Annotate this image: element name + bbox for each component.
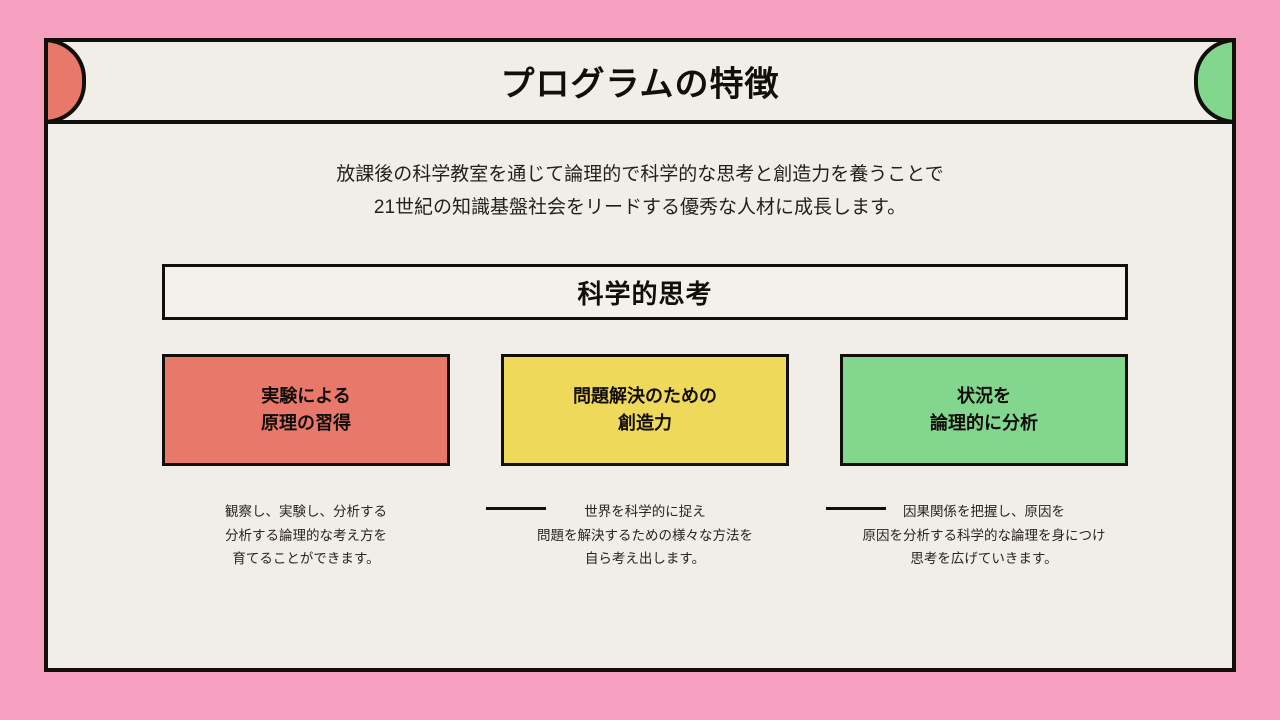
page-title: プログラムの特徴 (500, 65, 780, 104)
feature-box-experiment: 実験による 原理の習得 (162, 354, 450, 466)
feature-title-line-2: 創造力 (618, 413, 672, 433)
feature-card-list: 実験による 原理の習得 観察し、実験し、分析する 分析する論理的な考え方を 育て… (162, 354, 1128, 571)
feature-caption-line-3: 思考を広げていきます。 (910, 551, 1058, 567)
feature-title-line-1: 実験による (261, 386, 351, 406)
slide-header: プログラムの特徴 (48, 42, 1232, 124)
feature-caption: 因果関係を把握し、原因を 原因を分析する科学的な論理を身につけ 思考を広げていき… (840, 500, 1128, 571)
slide-body: 放課後の科学教室を通じて論理的で科学的な思考と創造力を養うことで 21世紀の知識… (48, 124, 1232, 672)
intro-line-2: 21世紀の知識基盤社会をリードする優秀な人材に成長します。 (373, 197, 907, 219)
feature-title-line-2: 論理的に分析 (930, 413, 1038, 433)
feature-caption-line-1: 因果関係を把握し、原因を (903, 504, 1065, 519)
feature-caption-line-3: 自ら考え出します。 (584, 551, 706, 567)
feature-card: 状況を 論理的に分析 因果関係を把握し、原因を 原因を分析する科学的な論理を身に… (840, 354, 1128, 571)
connector-line-1 (486, 507, 546, 510)
feature-caption-line-1: 観察し、実験し、分析する (225, 504, 387, 519)
feature-card: 実験による 原理の習得 観察し、実験し、分析する 分析する論理的な考え方を 育て… (162, 354, 450, 571)
feature-caption-line-1: 世界を科学的に捉え (584, 504, 706, 519)
section-banner: 科学的思考 (162, 264, 1128, 320)
feature-title-line-2: 原理の習得 (261, 413, 351, 433)
feature-caption-line-2: 分析する論理的な考え方を (225, 527, 387, 543)
feature-title-line-1: 状況を (957, 386, 1011, 406)
feature-title-line-1: 問題解決のための (573, 386, 717, 406)
slide-card: プログラムの特徴 放課後の科学教室を通じて論理的で科学的な思考と創造力を養うこと… (44, 38, 1236, 672)
feature-caption-line-3: 育てることができます。 (232, 551, 380, 567)
section-banner-label: 科学的思考 (577, 278, 713, 309)
feature-card: 問題解決のための 創造力 世界を科学的に捉え 問題を解決するための様々な方法を … (501, 354, 789, 571)
connector-line-2 (826, 507, 886, 510)
feature-box-analysis: 状況を 論理的に分析 (840, 354, 1128, 466)
feature-caption-line-2: 問題を解決するための様々な方法を (537, 527, 753, 543)
intro-line-1: 放課後の科学教室を通じて論理的で科学的な思考と創造力を養うことで (336, 164, 944, 185)
feature-caption: 世界を科学的に捉え 問題を解決するための様々な方法を 自ら考え出します。 (501, 500, 789, 571)
feature-caption-line-2: 原因を分析する科学的な論理を身につけ (862, 527, 1106, 543)
feature-box-creativity: 問題解決のための 創造力 (501, 354, 789, 466)
feature-caption: 観察し、実験し、分析する 分析する論理的な考え方を 育てることができます。 (162, 500, 450, 571)
intro-paragraph: 放課後の科学教室を通じて論理的で科学的な思考と創造力を養うことで 21世紀の知識… (48, 158, 1232, 225)
